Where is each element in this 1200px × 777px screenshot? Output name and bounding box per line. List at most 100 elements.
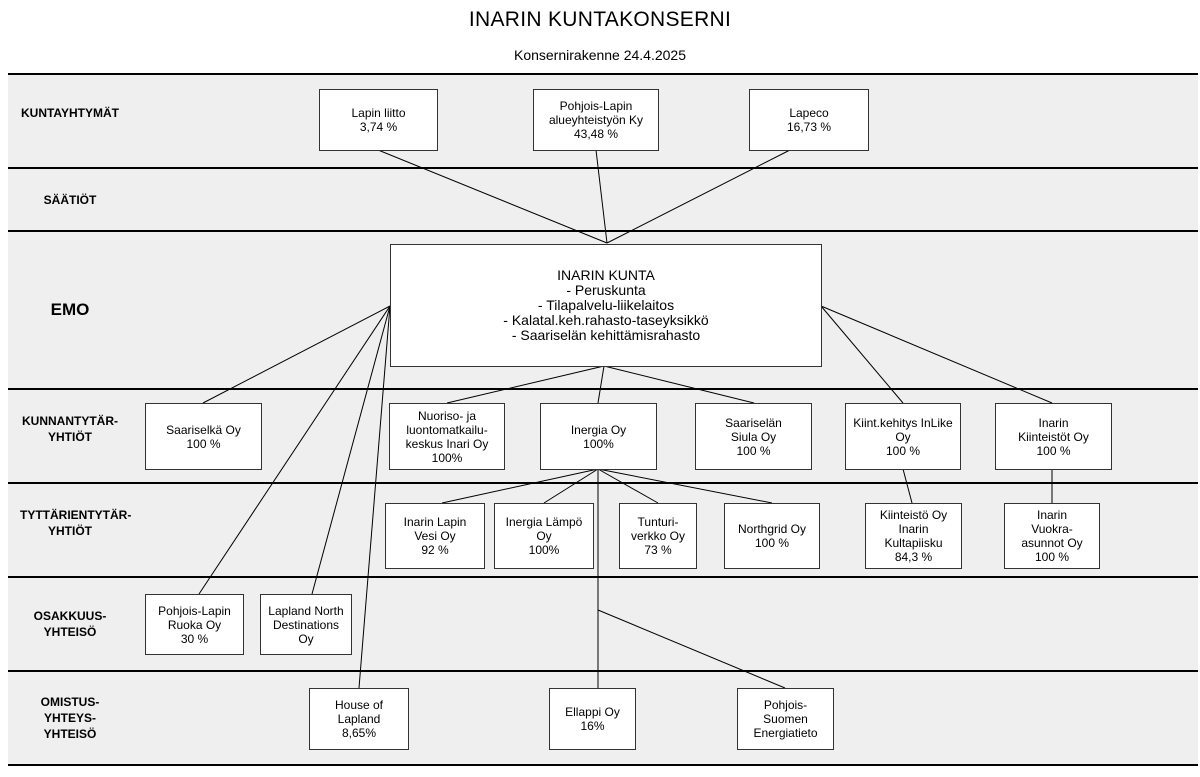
row-label-osakkuus: OSAKKUUS- YHTEISÖ <box>20 608 120 640</box>
entity-tunturiverkko-line: verkko Oy <box>630 529 685 543</box>
entity-lapland-north-destinations-line: Destinations <box>272 617 340 632</box>
entity-inarin-kunta: INARIN KUNTA- Peruskunta- Tilapalvelu-li… <box>390 244 822 367</box>
entity-inarin-kunta-line: - Saariselän kehittämisrahasto <box>511 327 701 343</box>
entity-tunturiverkko-line: Tunturi- <box>637 515 679 529</box>
row-label-tytaryhtiot: KUNNANTYTÄR- YHTIÖT <box>20 413 120 445</box>
row-label-omistus-line: YHTEYS- <box>43 711 96 725</box>
separator <box>8 230 1198 232</box>
entity-house-of-lapland-line: Lapland <box>337 712 381 726</box>
connector-line <box>902 468 913 504</box>
band-saatiot <box>8 169 1198 230</box>
entity-lapland-north-destinations-line: Lapland North <box>268 603 344 618</box>
entity-kultapiisku-line: Kultapiisku <box>884 536 943 550</box>
separator <box>8 482 1198 484</box>
entity-pohjois-lapin-alueyhteistyo-line: Pohjois-Lapin <box>559 99 633 113</box>
row-label-saatiot-line: SÄÄTIÖT <box>43 193 97 207</box>
entity-inarin-lapin-vesi-line: Inarin Lapin <box>403 515 467 529</box>
connector-line <box>446 365 605 404</box>
entity-inarin-vuokra-asunnot-line: asunnot Oy <box>1021 536 1083 550</box>
connector-line <box>311 305 391 595</box>
separator <box>8 764 1198 766</box>
entity-pohjois-lapin-ruoka-line: 30 % <box>180 631 209 646</box>
row-label-kuntayhtymat-line: YHTYMÄT <box>61 106 119 120</box>
entity-inarin-vuokra-asunnot-line: Inarin <box>1036 508 1068 522</box>
row-label-tytaryhtiot-line: TYTÄR- <box>74 414 118 428</box>
entity-saariselka-oy-line: 100 % <box>186 436 221 451</box>
row-label-osakkuus-line: YHTEISÖ <box>43 625 97 639</box>
entity-lapeco-line: 16,73 % <box>786 120 832 134</box>
connector-line <box>606 149 791 244</box>
connector-line <box>202 305 391 404</box>
entity-pohjois-suomen-energiatieto-line: Pohjois- <box>763 698 808 712</box>
entity-inergia-lampo-line: 100% <box>528 543 560 557</box>
entity-pohjois-suomen-energiatieto-line: Energiatieto <box>753 726 818 740</box>
connector-line <box>441 468 599 504</box>
entity-inarin-kunta-line: - Peruskunta <box>566 282 646 298</box>
entity-inarin-kunta-line: - Kalatal.keh.rahasto-taseyksikkö <box>503 312 709 328</box>
entity-kiint-kehitys-inlike-line: Oy <box>895 429 911 444</box>
connector-line <box>595 149 608 244</box>
band-tyttarien <box>8 484 1198 576</box>
row-label-tyttarien-line: YHTIÖT <box>48 524 92 538</box>
row-label-tyttarien-line: TYTÄR- <box>87 508 132 522</box>
entity-nuoriso-luontomatkailukeskus-line: Nuoriso- ja <box>417 408 477 423</box>
page-title: INARIN KUNTAKONSERNI <box>468 8 732 31</box>
connector-line <box>603 365 755 404</box>
entity-inarin-vuokra-asunnot-line: Vuokra- <box>1031 522 1073 536</box>
row-label-kuntayhtymat-line: KUNTA <box>20 106 61 120</box>
entity-kultapiisku-line: Inarin <box>898 522 929 536</box>
entity-lapin-liitto-line: 3,74 % <box>359 120 398 134</box>
row-label-omistus-line: YHTEISÖ <box>43 727 97 741</box>
entity-inarin-vuokra-asunnot-line: 100 % <box>1034 550 1070 564</box>
row-label-emo-line: EMO <box>50 300 90 319</box>
entity-saariselan-siula-line: Saariselän <box>725 415 782 430</box>
separator <box>8 670 1198 672</box>
entity-northgrid-line: 100 % <box>754 536 790 550</box>
entity-inarin-kiinteistot-line: Inarin <box>1038 415 1069 430</box>
row-label-emo: EMO <box>20 300 120 319</box>
entity-house-of-lapland-line: 8,65% <box>341 726 377 740</box>
entity-saariselka-oy-line: Saariselkä Oy <box>166 422 241 437</box>
row-label-omistus-line: OMISTUS- <box>40 695 100 709</box>
entity-inarin-kiinteistot-line: 100 % <box>1036 443 1071 458</box>
row-label-tytaryhtiot-line: KUNNAN <box>22 414 74 428</box>
entity-ellappi-line: Ellappi Oy <box>565 705 620 719</box>
entity-inarin-kiinteistot-line: Kiinteistöt Oy <box>1018 429 1089 444</box>
row-label-tyttarien: TYTTÄRIENTYTÄR- YHTIÖT <box>20 507 131 539</box>
entity-inarin-kunta-line: INARIN KUNTA <box>557 267 655 283</box>
entity-lapin-liitto-line: Lapin liitto <box>351 106 406 120</box>
row-label-tytaryhtiot-line: YHTIÖT <box>48 430 92 444</box>
connector-line <box>198 305 391 595</box>
entity-house-of-lapland-line: House of <box>334 698 384 712</box>
connector-line <box>820 305 904 404</box>
entity-kiint-kehitys-inlike-line: 100 % <box>885 443 921 458</box>
entity-ellappi-line: 16% <box>580 719 605 733</box>
entity-lapeco-line: Lapeco <box>789 106 829 120</box>
entity-inergia-lampo-line: Inergia Lämpö <box>505 515 583 529</box>
separator <box>8 576 1198 578</box>
connector-line <box>820 305 1053 404</box>
entity-pohjois-lapin-ruoka-line: Pohjois-Lapin <box>158 603 231 618</box>
entity-inarin-kunta-line: - Tilapalvelu-liikelaitos <box>537 297 675 313</box>
row-label-tyttarien-line: TYTTÄRIEN <box>20 508 88 522</box>
row-label-osakkuus-line: OSAKKUUS- <box>33 609 107 623</box>
entity-inarin-lapin-vesi-line: 92 % <box>421 543 449 557</box>
connector-line <box>597 609 786 689</box>
entity-pohjois-lapin-ruoka-line: Ruoka Oy <box>167 617 222 632</box>
connector-line <box>358 305 391 689</box>
entity-tunturiverkko-line: 73 % <box>644 543 672 557</box>
connector-line <box>597 365 605 404</box>
